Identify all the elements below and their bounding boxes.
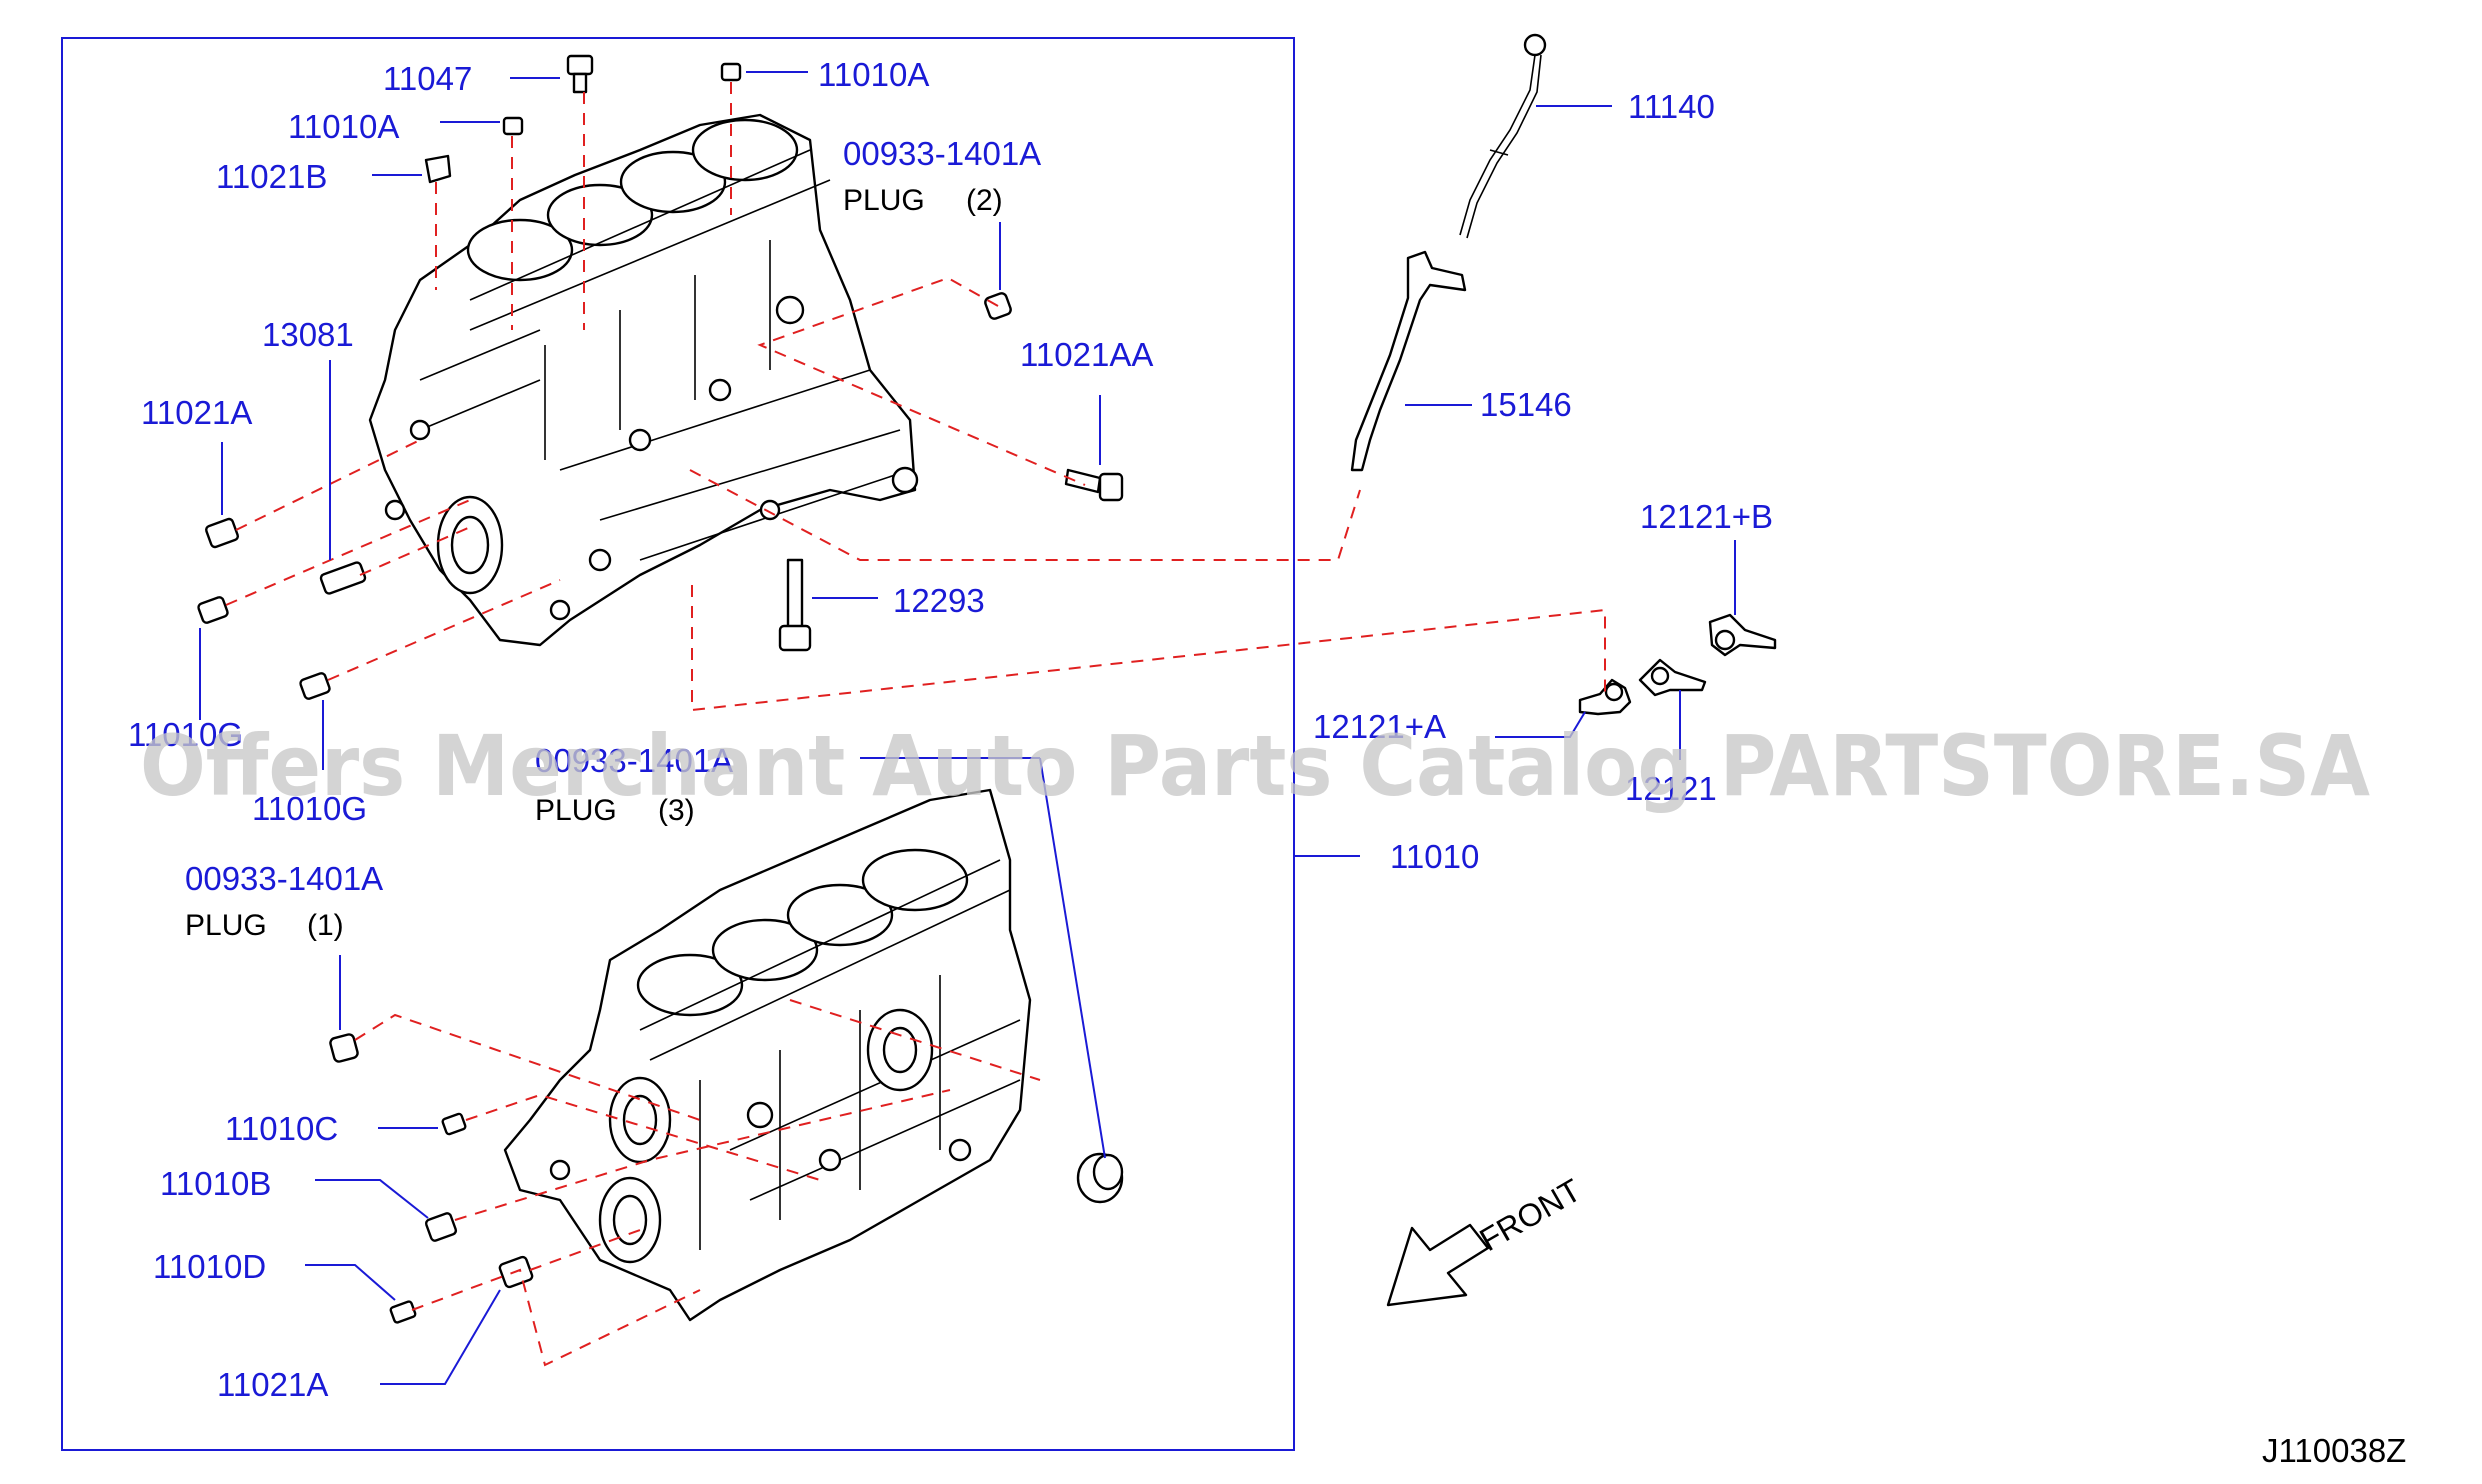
part-11010c-plug xyxy=(441,1112,467,1136)
watermark: Offers Merchant Auto Parts Catalog PARTS… xyxy=(140,717,2370,815)
front-direction-arrow: FRONT xyxy=(1386,1172,1587,1307)
label-11021aa[interactable]: 11021AA xyxy=(1020,336,1153,373)
label-11010g-bottom[interactable]: 11010G xyxy=(252,790,367,827)
label-12121b[interactable]: 12121+B xyxy=(1640,498,1773,535)
part-00933-plug-low xyxy=(329,1033,359,1063)
label-plug-low-qty: (1) xyxy=(307,909,344,942)
part-15146-guide xyxy=(1350,250,1467,472)
label-11010c[interactable]: 11010C xyxy=(225,1110,338,1147)
upper-cylinder-block xyxy=(368,113,919,647)
label-13081[interactable]: 13081 xyxy=(262,316,354,353)
part-11021aa-bolt xyxy=(1064,468,1124,502)
label-11010[interactable]: 11010 xyxy=(1390,838,1479,875)
label-12293[interactable]: 12293 xyxy=(893,582,985,619)
assembly-frame xyxy=(61,37,1295,1451)
part-13081-stud xyxy=(319,561,367,595)
part-12121-sensor xyxy=(1638,658,1707,697)
label-11010b[interactable]: 11010B xyxy=(160,1165,271,1202)
label-plug-mid: PLUG xyxy=(535,794,617,827)
part-11021b-plug xyxy=(424,154,452,184)
label-15146[interactable]: 15146 xyxy=(1480,386,1572,423)
label-11021b[interactable]: 11021B xyxy=(216,158,327,195)
label-11010a-mid[interactable]: 11010A xyxy=(288,108,399,145)
part-11047-bolt xyxy=(566,54,594,94)
front-label: FRONT xyxy=(1474,1172,1587,1258)
reference-lines xyxy=(225,82,1606,1367)
label-12121a[interactable]: 12121+A xyxy=(1313,708,1446,745)
label-11140[interactable]: 11140 xyxy=(1628,88,1715,125)
part-plug-mid-ring xyxy=(1076,1152,1124,1204)
leader-lines xyxy=(199,71,1736,1385)
label-11047[interactable]: 11047 xyxy=(383,60,472,97)
label-plug-mid-qty: (3) xyxy=(658,794,695,827)
label-12121[interactable]: 12121 xyxy=(1625,770,1717,807)
part-labels: 11047 11010A 11010A 11021B 00933-1401A P… xyxy=(128,56,1773,1403)
part-11010g-plug-1 xyxy=(197,596,229,624)
part-11010b-plug xyxy=(424,1212,458,1242)
label-11021a-bottom[interactable]: 11021A xyxy=(217,1366,328,1403)
label-11010a-top[interactable]: 11010A xyxy=(818,56,929,93)
label-00933-low[interactable]: 00933-1401A xyxy=(185,860,383,897)
part-11140-dipstick xyxy=(1459,33,1547,239)
part-11021a-plug-top xyxy=(205,517,239,549)
label-plug-top-qty: (2) xyxy=(966,184,1003,217)
label-11010d[interactable]: 11010D xyxy=(153,1248,266,1285)
part-11010a-plug-2 xyxy=(502,116,524,136)
part-11010a-plug-1 xyxy=(720,62,742,82)
label-00933-mid[interactable]: 00933-1401A xyxy=(535,742,733,779)
label-plug-low: PLUG xyxy=(185,909,267,942)
part-12293-bolt xyxy=(778,558,812,652)
part-12121b-sensor xyxy=(1708,613,1777,657)
label-11010g-top[interactable]: 11010G xyxy=(128,716,243,753)
part-11010d-plug xyxy=(389,1300,417,1324)
diagram-id: J110038Z xyxy=(2262,1432,2406,1469)
label-00933-top[interactable]: 00933-1401A xyxy=(843,135,1041,172)
part-11010g-plug-2 xyxy=(299,672,331,700)
lower-cylinder-block xyxy=(503,788,1032,1322)
label-11021a-top[interactable]: 11021A xyxy=(141,394,252,431)
label-plug-top: PLUG xyxy=(843,184,925,217)
